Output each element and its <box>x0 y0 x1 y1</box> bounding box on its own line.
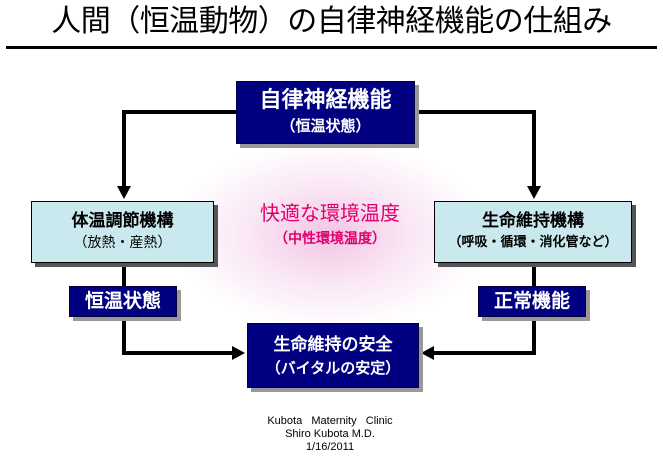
arrow-to-bottom-box-right <box>421 346 434 360</box>
connector-top-left-v <box>122 110 126 186</box>
autonomic-function-label: 自律神経機能 <box>259 88 392 113</box>
homeothermic-state-label: 恒温状態 <box>69 286 177 317</box>
thermoregulation-sublabel: （放熱・産熱） <box>73 235 172 251</box>
life-safety-label: 生命維持の安全 <box>273 335 393 355</box>
life-support-sublabel: （呼吸・循環・消化管など） <box>448 235 618 250</box>
homeothermic-state-text: 恒温状態 <box>84 290 161 312</box>
page-title: 人間（恒温動物）の自律神経機能の仕組み <box>51 4 612 39</box>
neutral-temperature-text: （中性環境温度） <box>274 231 386 247</box>
connector-top-right-h <box>415 110 536 114</box>
autonomic-function-box: 自律神経機能 （恒温状態） <box>236 81 415 144</box>
life-safety-sublabel: （バイタルの安定） <box>265 359 401 377</box>
thermoregulation-box: 体温調節機構 （放熱・産熱） <box>31 201 214 263</box>
title-underline <box>6 46 657 49</box>
life-support-label: 生命維持機構 <box>482 211 584 231</box>
life-support-box: 生命維持機構 （呼吸・循環・消化管など） <box>434 201 632 263</box>
connector-top-left-h <box>122 110 236 114</box>
connector-bottom-right-h <box>434 351 536 355</box>
arrow-to-left-box <box>117 186 131 199</box>
autonomic-function-sublabel: （恒温状態） <box>280 117 371 135</box>
normal-function-label: 正常機能 <box>478 286 586 317</box>
thermoregulation-label: 体温調節機構 <box>71 211 174 231</box>
arrow-to-right-box <box>527 186 541 199</box>
arrow-to-bottom-box-left <box>232 346 245 360</box>
normal-function-text: 正常機能 <box>493 290 570 312</box>
connector-top-right-v <box>532 110 536 186</box>
credit-author: Shiro Kubota M.D. <box>285 428 375 440</box>
connector-bottom-left-h <box>122 351 232 355</box>
life-safety-box: 生命維持の安全 （バイタルの安定） <box>247 323 419 388</box>
comfortable-temperature-text: 快適な環境温度 <box>260 201 400 225</box>
credit-clinic: Kubota Maternity Clinic <box>267 415 393 427</box>
credit-date: 1/16/2011 <box>305 441 355 453</box>
